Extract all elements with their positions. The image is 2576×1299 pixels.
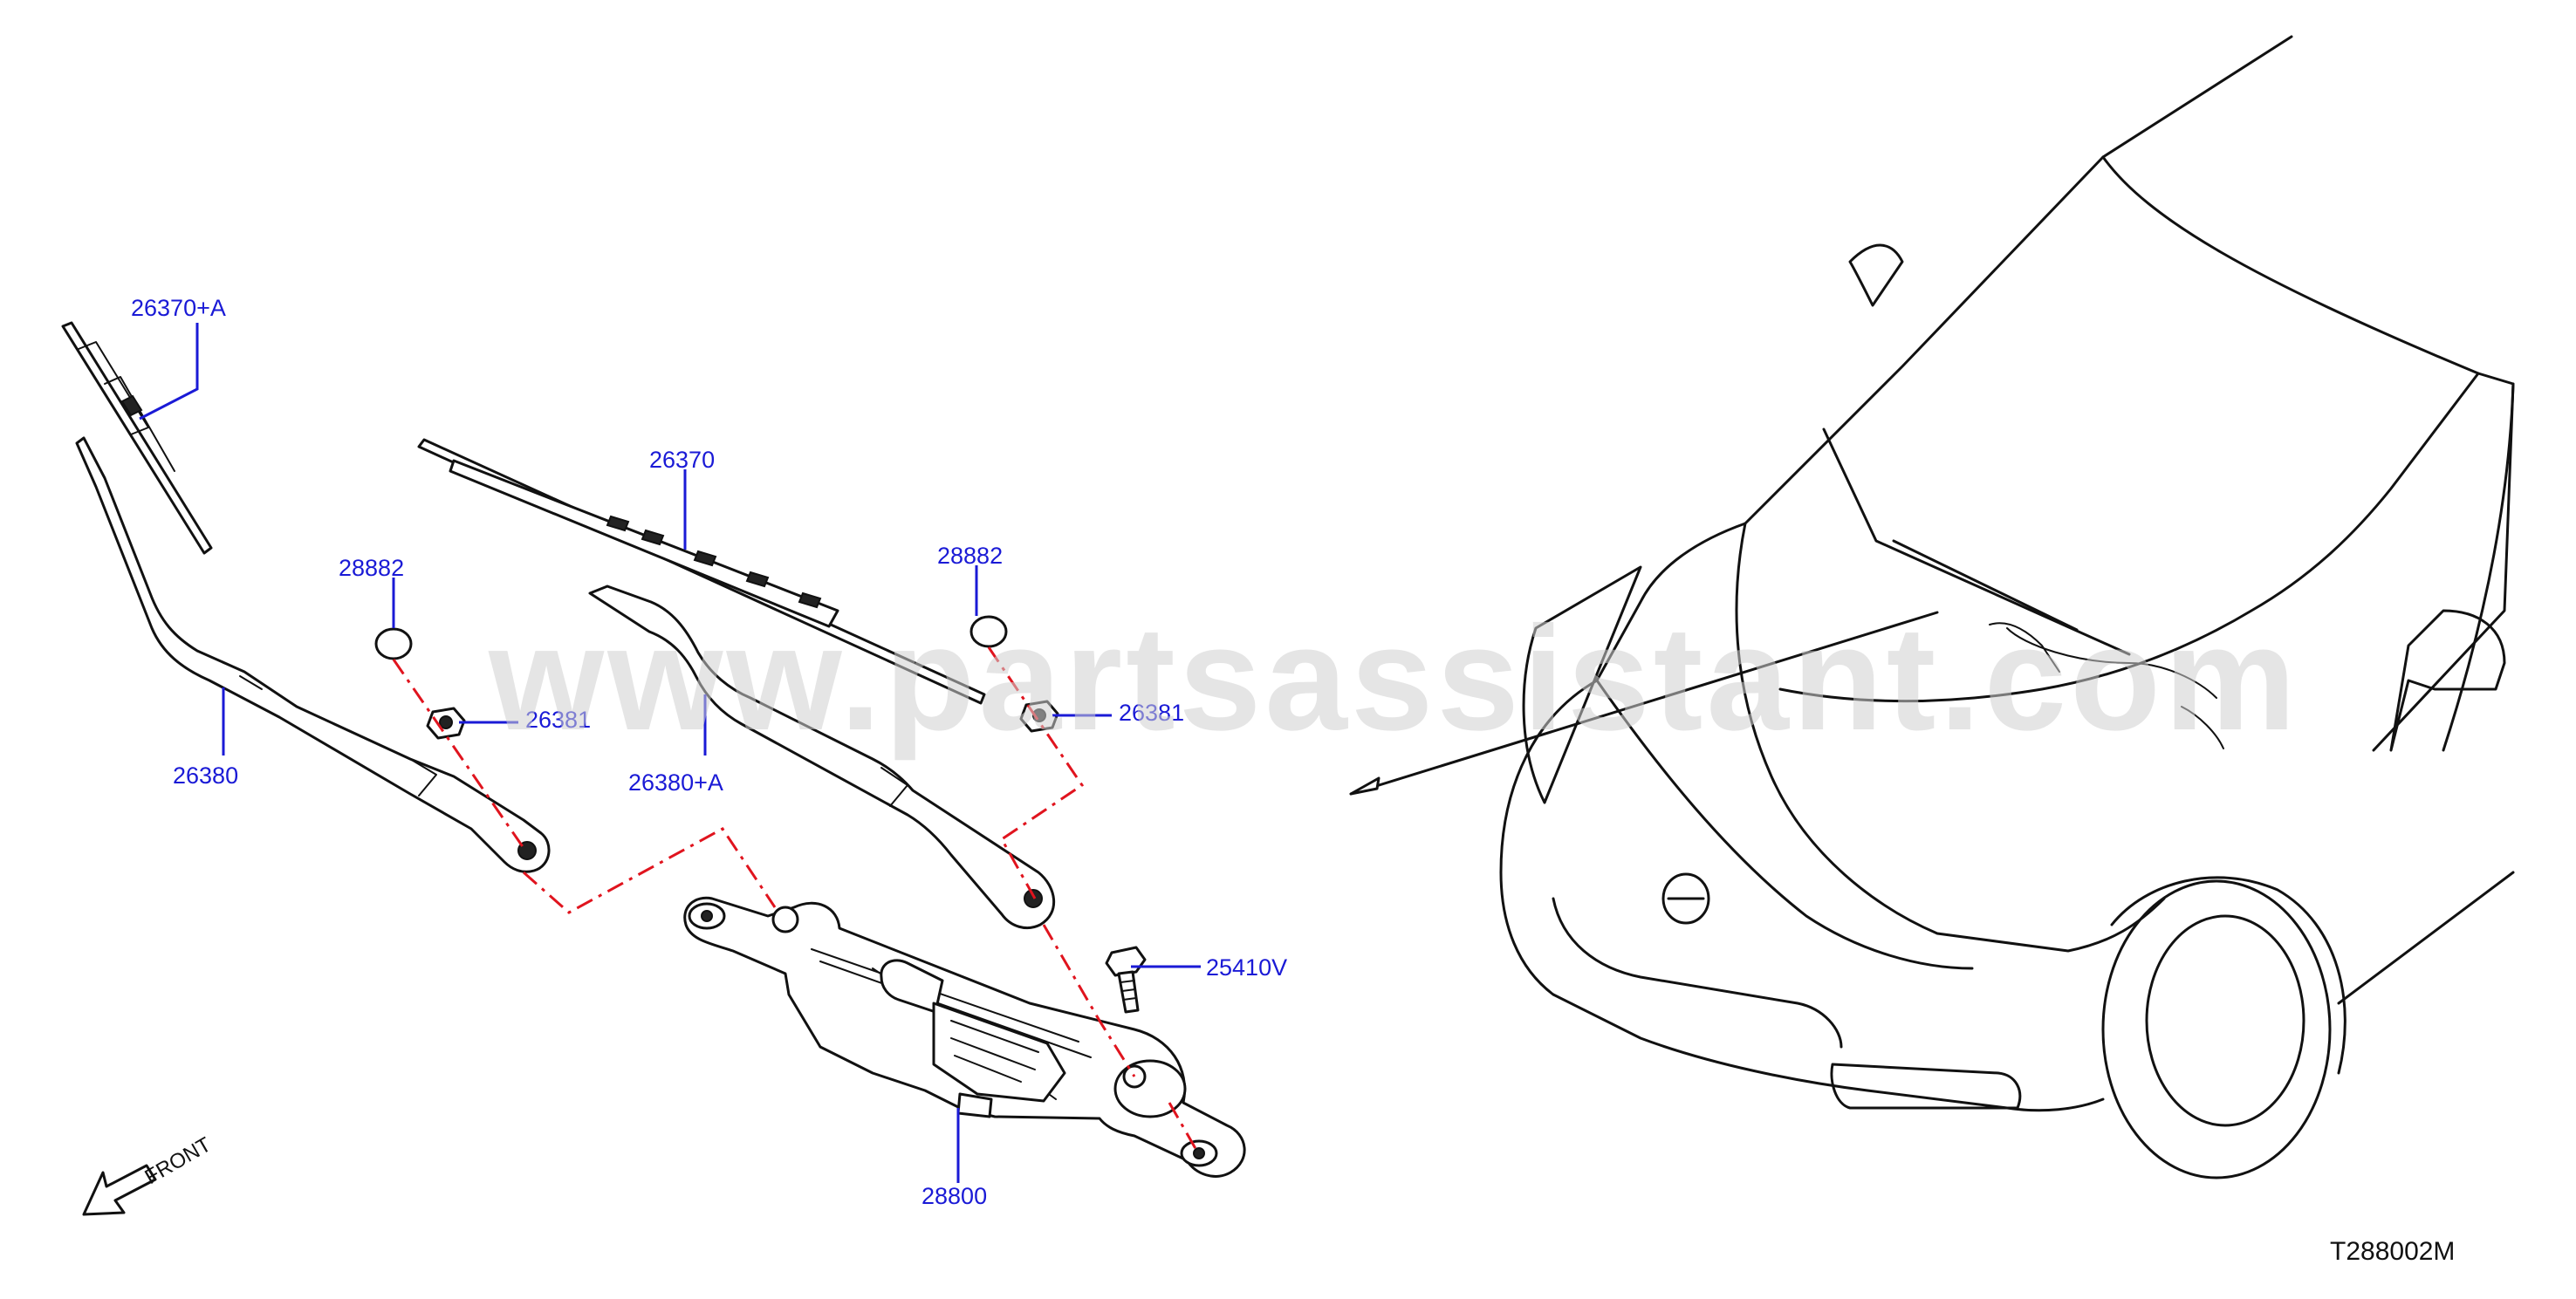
wiper-blade-center	[417, 438, 986, 705]
callout-label-nut-left: 26381	[525, 707, 591, 733]
wiper-arm-center	[588, 585, 1055, 929]
wiper-arm-left	[75, 436, 551, 873]
callout-label-nut-right: 26381	[1119, 700, 1184, 726]
front-label: FRONT	[141, 1132, 216, 1189]
wiper-blade-left	[61, 321, 213, 555]
drawing-code: T288002M	[2330, 1237, 2455, 1266]
callout-label-linkage: 28800	[921, 1183, 987, 1209]
callout-label-bolt: 25410V	[1206, 954, 1287, 981]
callout-label-blade-center: 26370	[649, 447, 715, 473]
vehicle-overview	[1349, 35, 2515, 1179]
front-direction-indicator: FRONT	[82, 1132, 216, 1216]
callout-label-arm-center: 26380+A	[628, 769, 723, 796]
arm-nut-left	[426, 707, 466, 740]
pivot-cap-right	[969, 615, 1008, 648]
wiper-linkage-motor-assembly	[683, 896, 1246, 1178]
alignment-lines	[392, 646, 1199, 1152]
front-arrow-icon	[82, 1164, 157, 1216]
pivot-cap-left	[374, 627, 413, 660]
callout-leaders	[139, 323, 1201, 1183]
callout-label-blade-left: 26370+A	[131, 295, 226, 321]
callout-label-cap-left: 28882	[339, 555, 404, 581]
mounting-bolt	[1105, 946, 1147, 1014]
callout-label-cap-right: 28882	[937, 543, 1003, 569]
callout-label-arm-left: 26380	[173, 762, 238, 789]
watermark-text: www.partsassistant.com	[488, 596, 2299, 762]
